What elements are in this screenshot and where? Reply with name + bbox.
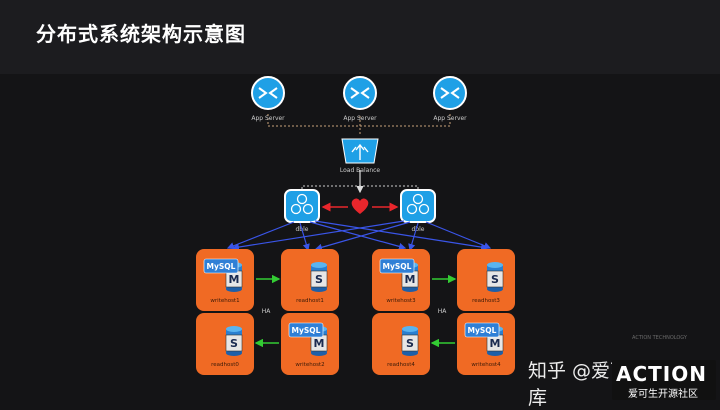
load-balancer-label: Load Balance [340, 167, 381, 174]
heart-icon [351, 198, 369, 214]
brand-name: 爱可生开源社区 [628, 389, 698, 400]
role-letter: M [314, 337, 325, 350]
ha-links-layer: HA HA [254, 274, 457, 348]
app-bus-lines [267, 114, 451, 136]
app-server-label: App Server [433, 115, 467, 122]
hexagon-cluster-icon [290, 193, 314, 215]
db-node: M MySQL writehost4 [457, 313, 515, 375]
role-letter: M [229, 273, 240, 286]
proxy-2: dble [400, 189, 436, 233]
load-balancer-icon [351, 143, 369, 160]
db-group-1: MMySQLwritehost1Sreadhost1Sreadhost0MMyS… [196, 249, 339, 375]
brand-tagline: ACTION TECHNOLOGY [632, 335, 687, 341]
mysql-badge [379, 258, 415, 274]
brand-badge: ACTION 爱可生开源社区 [612, 360, 716, 400]
mysql-badge-text: MySQL [207, 262, 236, 271]
role-letter: M [405, 273, 416, 286]
proxy-routing-links [226, 220, 492, 252]
slide-title: 分布式系统架构示意图 [36, 22, 246, 46]
mysql-badge-text: MySQL [468, 326, 497, 335]
db-node: M MySQL writehost3 [372, 249, 430, 311]
router-icon [350, 87, 370, 99]
db-node: M MySQL writehost1 [196, 249, 254, 311]
header-band [0, 0, 720, 74]
heartbeat-link [321, 198, 399, 214]
app-server-3: App Server [433, 76, 467, 122]
role-tag [401, 334, 419, 352]
role-letter: M [490, 337, 501, 350]
db-node-label: readhost0 [211, 362, 239, 368]
app-server-label: App Server [251, 115, 285, 122]
db-node-label: writehost4 [471, 362, 501, 368]
app-server-1: App Server [251, 76, 285, 122]
app-server-2: App Server [343, 76, 377, 122]
mysql-badge [203, 258, 239, 274]
db-node: M MySQL writehost2 [281, 313, 339, 375]
router-icon [440, 87, 460, 99]
role-letter: S [406, 337, 414, 350]
db-node-label: readhost3 [472, 298, 500, 304]
role-letter: S [491, 273, 499, 286]
proxy-bus-line [301, 185, 419, 193]
role-letter: S [315, 273, 323, 286]
router-icon [258, 87, 278, 99]
db-node-label: readhost1 [296, 298, 324, 304]
role-tag [486, 270, 504, 288]
ha-label: HA [438, 308, 448, 315]
mysql-badge-text: MySQL [383, 262, 412, 271]
mysql-badge [288, 322, 324, 338]
load-balancer: Load Balance [340, 138, 381, 174]
role-letter: S [230, 337, 238, 350]
app-server-label: App Server [343, 115, 377, 122]
db-node-label: readhost4 [387, 362, 415, 368]
role-tag [225, 334, 243, 352]
ha-label: HA [262, 308, 272, 315]
proxy-label: dble [412, 226, 425, 233]
db-group-2: MMySQLwritehost3Sreadhost3Sreadhost4MMyS… [372, 249, 515, 375]
brand-logo: ACTION [616, 362, 707, 386]
db-node-label: writehost2 [295, 362, 324, 368]
role-tag [310, 270, 328, 288]
mysql-badge-text: MySQL [292, 326, 321, 335]
db-nodes-layer: MMySQLwritehost1Sreadhost1Sreadhost0MMyS… [196, 249, 515, 375]
db-node-label: writehost1 [210, 298, 239, 304]
mysql-badge [464, 322, 500, 338]
hexagon-cluster-icon [406, 193, 430, 215]
db-node-label: writehost3 [386, 298, 416, 304]
proxy-1: dble [284, 189, 320, 233]
